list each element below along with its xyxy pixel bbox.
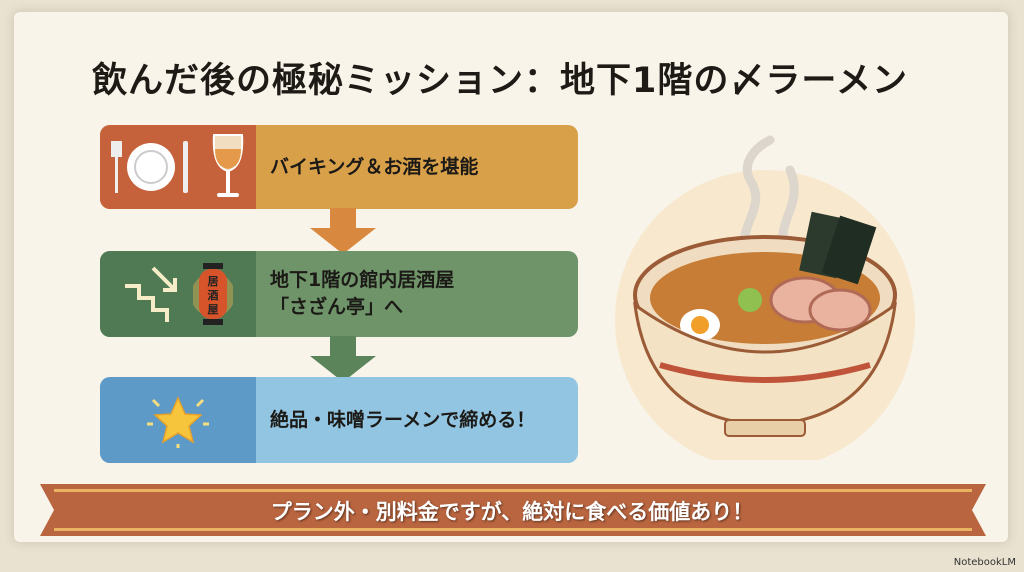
star-icon xyxy=(147,396,209,448)
step-icon-panel: 居 酒 屋 xyxy=(100,251,256,337)
step-icon-panel xyxy=(100,125,256,209)
arrow-down-icon xyxy=(310,208,376,254)
step-izakaya: 居 酒 屋 地下1階の館内居酒屋 「さざん亭」へ xyxy=(100,251,578,337)
step-label-line2: 「さざん亭」へ xyxy=(270,296,404,318)
svg-text:酒: 酒 xyxy=(208,289,219,302)
stairs-down-icon xyxy=(125,266,177,322)
plate-cutlery-icon xyxy=(111,141,188,193)
slide-title: 飲んだ後の極秘ミッション：地下1階の〆ラーメン xyxy=(92,61,908,101)
step-label-line1: 地下1階の館内居酒屋 xyxy=(270,269,455,291)
step-ramen: 絶品・味噌ラーメンで締める！ xyxy=(100,377,578,463)
lantern-icon: 居 酒 屋 xyxy=(193,263,233,325)
wine-glass-icon xyxy=(212,134,244,197)
bottom-ribbon-banner xyxy=(40,484,986,536)
step-icon-panel xyxy=(100,377,256,463)
step-label: 絶品・味噌ラーメンで締める！ xyxy=(270,408,536,431)
step-label: 地下1階の館内居酒屋 「さざん亭」へ xyxy=(256,267,578,321)
step-buffet: バイキング＆お酒を堪能 xyxy=(100,125,578,209)
svg-text:居: 居 xyxy=(208,275,219,288)
notebooklm-watermark: NotebookLM xyxy=(953,557,1016,568)
step-label: バイキング＆お酒を堪能 xyxy=(270,155,479,178)
svg-text:屋: 屋 xyxy=(208,303,219,316)
arrow-down-icon xyxy=(310,336,376,382)
banner-text: プラン外・別料金ですが、絶対に食べる価値あり！ xyxy=(270,500,754,524)
ramen-bowl-illustration xyxy=(615,135,915,460)
